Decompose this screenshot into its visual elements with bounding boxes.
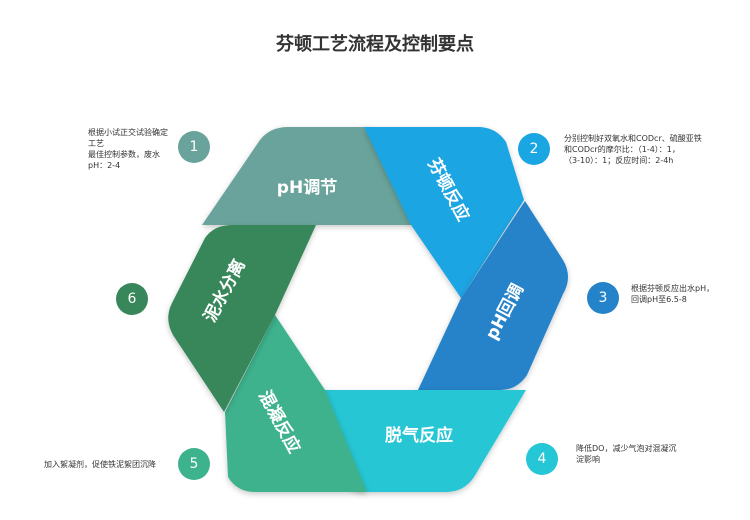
step-number-6: 6	[116, 283, 148, 315]
step-note-2: 分别控制好双氧水和CODcr、硫酸亚铁 和CODcr的摩尔比：（1-4）：1， …	[564, 133, 702, 166]
step-number-1: 1	[178, 131, 210, 163]
segment-degas-reaction	[322, 390, 526, 492]
segment-label-1: pH调节	[277, 177, 337, 198]
note-line: 根据小试正交试验确定	[88, 128, 168, 137]
segment-coagulation-reaction	[225, 315, 367, 492]
note-line: 分别控制好双氧水和CODcr、硫酸亚铁	[564, 134, 702, 143]
note-line: 加入絮凝剂，促使铁泥絮团沉降	[44, 460, 156, 469]
step-note-4: 降低DO，减少气泡对混凝沉 淀影响	[576, 443, 676, 465]
step-number-5: 5	[178, 448, 210, 480]
note-line: 回调pH至6.5-8	[631, 295, 687, 304]
segment-ph-adjust	[202, 127, 412, 225]
note-line: 降低DO，减少气泡对混凝沉	[576, 444, 677, 453]
note-line: 和CODcr的摩尔比：（1-4）：1，	[564, 145, 680, 154]
note-line: 最佳控制参数，废水	[88, 150, 160, 159]
step-note-3: 根据芬顿反应出水pH， 回调pH至6.5-8	[631, 283, 714, 305]
note-line: 根据芬顿反应出水pH，	[631, 284, 715, 293]
step-note-5: 加入絮凝剂，促使铁泥絮团沉降	[44, 459, 156, 470]
note-line: 工艺	[88, 139, 104, 148]
note-line: （3-10）：1；反应时间：2-4h	[564, 156, 674, 165]
segment-label-4: 脱气反应	[385, 425, 453, 446]
step-note-1: 根据小试正交试验确定 工艺 最佳控制参数，废水 pH：2-4	[88, 127, 168, 171]
segment-ph-readjust	[418, 201, 568, 390]
page-title: 芬顿工艺流程及控制要点	[276, 34, 474, 55]
segment-fenton-reaction	[364, 127, 524, 298]
note-line: pH：2-4	[88, 161, 121, 170]
segment-sludge-water-separation	[168, 225, 316, 412]
step-number-2: 2	[518, 133, 550, 165]
step-number-4: 4	[526, 443, 558, 475]
note-line: 淀影响	[576, 455, 600, 464]
step-number-3: 3	[587, 282, 619, 314]
